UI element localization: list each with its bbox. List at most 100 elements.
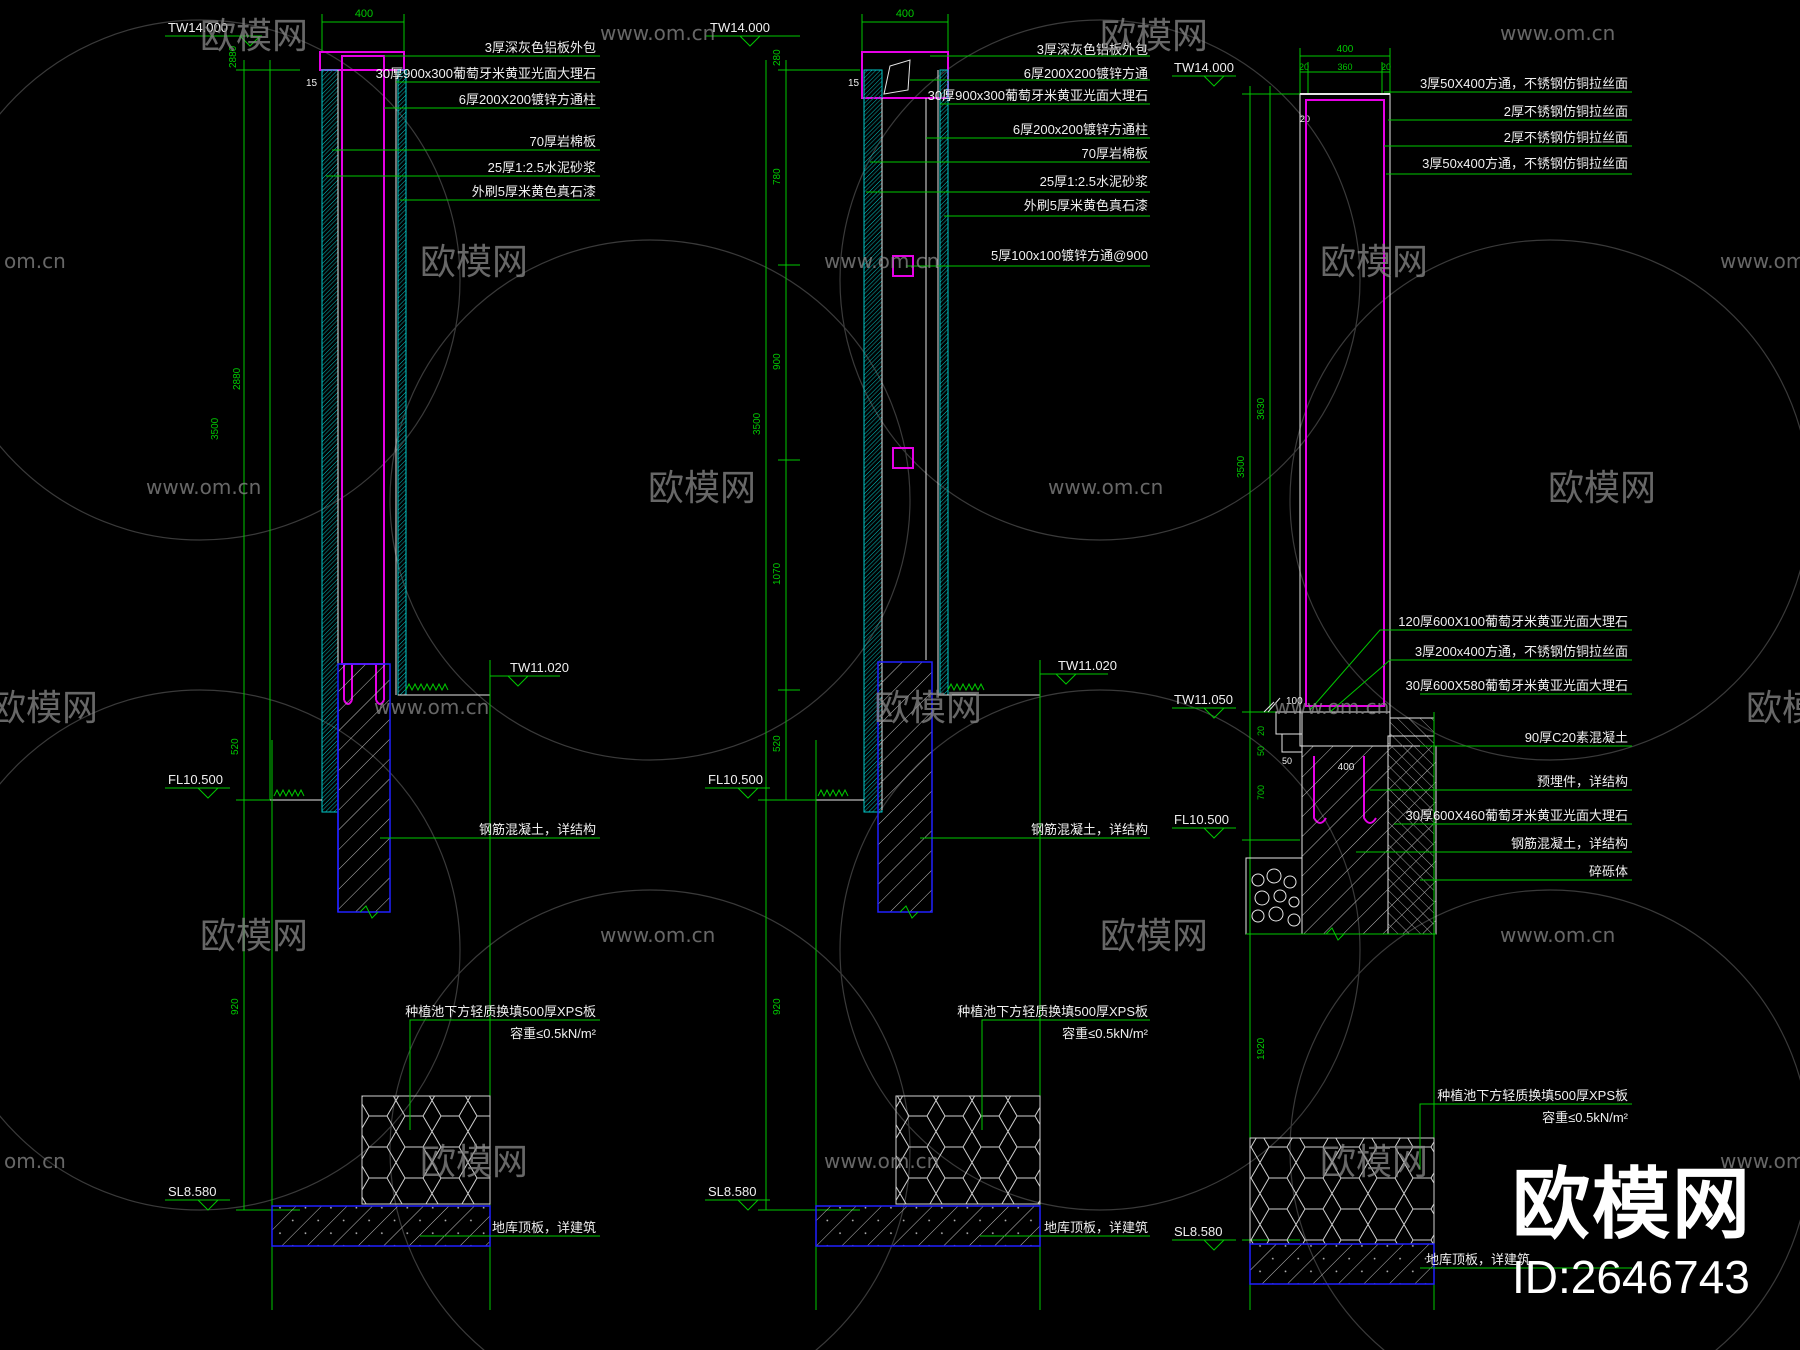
section-a-label-2: 6厚200X200镀锌方通柱 <box>459 92 596 107</box>
section-b-top-width: 400 <box>896 8 914 20</box>
section-b-top-level: TW14.000 <box>710 20 770 35</box>
wm-url-9: www.om.cn <box>1274 695 1389 719</box>
section-b-dim-5: 1070 <box>772 562 783 585</box>
section-c-top-dim-1: 360 <box>1337 62 1352 72</box>
section-a-dim-1: 2880 <box>228 45 239 68</box>
section-c-label-bottom-0: 120厚600X100葡萄牙米黄亚光面大理石 <box>1398 614 1628 629</box>
section-b-label-4: 70厚岩棉板 <box>1082 146 1148 161</box>
section-b-label-6: 外刷5厚米黄色真石漆 <box>1024 198 1148 213</box>
section-a-dim-3: 3500 <box>210 417 221 440</box>
section-a-label-0: 3厚深灰色铝板外包 <box>485 40 596 55</box>
section-c-label-bottom-3: 90厚C20素混凝土 <box>1525 730 1628 745</box>
section-c-xps-label-2: 容重≤0.5kN/m² <box>1542 1110 1629 1125</box>
wm-logo-3: 欧模网 <box>420 242 528 283</box>
section-b-label-2: 30厚900x300葡萄牙米黄亚光面大理石 <box>928 88 1148 103</box>
section-a-xps-label-2: 容重≤0.5kN/m² <box>510 1026 597 1041</box>
section-c-label-top-0: 3厚50X400方通，不锈钢仿铜拉丝面 <box>1420 76 1628 91</box>
section-a-dim-4: 520 <box>230 738 241 755</box>
section-c-top-dim-0: 20 <box>1299 62 1309 72</box>
wm-logo-13: 欧模网 <box>1320 1142 1428 1183</box>
section-c-small-dim: 50 <box>1282 756 1292 766</box>
section-c-dim-5: 700 <box>1256 785 1266 800</box>
wm-url-11: www.om.cn <box>1500 923 1615 947</box>
section-a-xps-label-1: 种植池下方轻质换填500厚XPS板 <box>405 1004 596 1019</box>
section-c-label-bottom-5: 30厚600X460葡萄牙米黄亚光面大理石 <box>1405 808 1628 823</box>
wm-url-6: www.om.cn <box>146 475 261 499</box>
section-a-top-dim <box>321 14 405 52</box>
section-a-label-4: 25厚1:2.5水泥砂浆 <box>488 160 596 175</box>
section-a-dim-5: 920 <box>230 998 241 1015</box>
section-a-dim-chain <box>236 60 300 1211</box>
section-c-top-level: TW14.000 <box>1174 60 1234 75</box>
wm-url-7: www.om.cn <box>1048 475 1163 499</box>
section-c-dim-3: 20 <box>1256 726 1266 736</box>
section-b-dim-4: 3500 <box>752 412 763 435</box>
wm-logo-2: 欧模网 <box>1100 16 1208 57</box>
wm-logo-8: 欧模网 <box>874 688 982 729</box>
section-c-slab-label: 地库顶板，详建筑 <box>1426 1252 1530 1267</box>
brand-id: ID:2646743 <box>1512 1251 1750 1303</box>
section-c-base-level: SL8.580 <box>1174 1224 1222 1239</box>
section-b-footing-label: 钢筋混凝土，详结构 <box>1031 822 1148 837</box>
wm-logo-1: 欧模网 <box>200 16 308 57</box>
wm-url-13: www.om.cn <box>824 1149 939 1173</box>
section-b-dim-3: 900 <box>772 353 783 370</box>
section-b: 400 TW14.000 280 780 900 3500 1070 520 9… <box>705 8 1150 1310</box>
wm-logo-12: 欧模网 <box>420 1142 528 1183</box>
wm-url-14: www.om.cn <box>1720 1149 1800 1173</box>
section-a-base-level: SL8.580 <box>168 1184 216 1199</box>
section-a-label-1: 30厚900x300葡萄牙米黄亚光面大理石 <box>376 66 596 81</box>
wm-url-8: www.om.cn <box>374 695 489 719</box>
section-b-label-3: 6厚200x200镀锌方通柱 <box>1013 122 1148 137</box>
wm-url-4: www.om.cn <box>824 249 939 273</box>
section-c-dim-1: 3630 <box>1256 397 1267 420</box>
section-b-xps-label-2: 容重≤0.5kN/m² <box>1062 1026 1149 1041</box>
section-b-side-dim: 15 <box>848 78 860 89</box>
section-c-floor-level: FL10.500 <box>1174 812 1229 827</box>
section-b-dim-2: 780 <box>772 168 783 185</box>
wm-logo-9: 欧模网 <box>1746 688 1800 729</box>
wm-url-10: www.om.cn <box>600 923 715 947</box>
section-c-top-dim-2: 20 <box>1381 62 1391 72</box>
section-b-label-5: 25厚1:2.5水泥砂浆 <box>1040 174 1148 189</box>
wm-logo-5: 欧模网 <box>648 468 756 509</box>
section-a-slab-label: 地库顶板，详建筑 <box>492 1220 596 1235</box>
section-c-label-top-2: 2厚不锈钢仿铜拉丝面 <box>1504 130 1628 145</box>
section-c-xps-label-1: 种植池下方轻质换填500厚XPS板 <box>1437 1088 1628 1103</box>
wm-logo-6: 欧模网 <box>1548 468 1656 509</box>
section-a-side-dim: 15 <box>306 78 318 89</box>
section-a-top-width: 400 <box>355 8 373 20</box>
section-a-label-3: 70厚岩棉板 <box>530 134 596 149</box>
section-c-dim-4: 50 <box>1256 746 1266 756</box>
section-c-dim-6: 1920 <box>1256 1037 1267 1060</box>
section-b-slab-label: 地库顶板，详建筑 <box>1044 1220 1148 1235</box>
section-b-dim-1: 280 <box>772 49 783 66</box>
wm-logo-4: 欧模网 <box>1320 242 1428 283</box>
section-a: 400 TW14.000 2880 2880 3500 520 920 15 <box>165 8 600 1310</box>
section-c-label-bottom-2: 30厚600X580葡萄牙米黄亚光面大理石 <box>1405 678 1628 693</box>
section-b-label-0: 3厚深灰色铝板外包 <box>1037 42 1148 57</box>
section-c-ground-level: TW11.050 <box>1174 692 1233 707</box>
section-b-base-level: SL8.580 <box>708 1184 756 1199</box>
section-a-ground-level: TW11.020 <box>510 660 569 675</box>
section-b-floor-level: FL10.500 <box>708 772 763 787</box>
watermark-layer: 欧模网 www.om.cn 欧模网 www.om.cn om.cn 欧模网 ww… <box>0 16 1800 1183</box>
section-b-xps-label-1: 种植池下方轻质换填500厚XPS板 <box>957 1004 1148 1019</box>
section-c-label-bottom-7: 碎砾体 <box>1589 864 1628 879</box>
section-c-label-bottom-1: 3厚200x400方通，不锈钢仿铜拉丝面 <box>1415 644 1628 659</box>
section-a-label-5: 外刷5厚米黄色真石漆 <box>472 184 596 199</box>
wm-url-2: www.om.cn <box>1500 21 1615 45</box>
section-a-top-level: TW14.000 <box>168 20 228 35</box>
section-c-label-top-3: 3厚50x400方通，不锈钢仿铜拉丝面 <box>1422 156 1628 171</box>
section-c-dim-2: 3500 <box>1236 455 1247 478</box>
section-c: 400 20 360 20 TW14.000 3630 3500 20 50 7… <box>1172 44 1632 1310</box>
wm-logo-10: 欧模网 <box>200 916 308 957</box>
wm-url-1: www.om.cn <box>600 21 715 45</box>
wm-url-3: om.cn <box>4 249 66 273</box>
section-c-label-top-1: 2厚不锈钢仿铜拉丝面 <box>1504 104 1628 119</box>
wm-url-5: www.om.cn <box>1720 249 1800 273</box>
section-a-dim-2: 2880 <box>232 367 243 390</box>
brand-name: 欧模网 <box>1512 1160 1753 1250</box>
wm-logo-7: 欧模网 <box>0 688 98 729</box>
